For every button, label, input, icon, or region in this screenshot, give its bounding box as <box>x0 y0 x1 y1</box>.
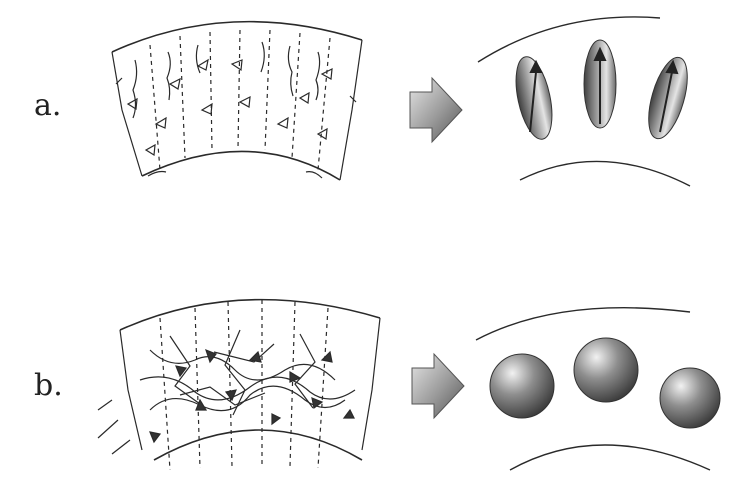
row-b-cortex-sketch <box>98 300 380 470</box>
row-b-result <box>476 308 720 470</box>
elongated-neuron-3 <box>641 53 695 143</box>
row-a-result <box>478 17 695 186</box>
round-neuron-3 <box>660 368 720 428</box>
round-neuron-2 <box>574 338 638 402</box>
elongated-neuron-1 <box>510 54 559 143</box>
right-arrow-icon <box>412 354 464 418</box>
round-neuron-1 <box>490 354 554 418</box>
right-arrow-icon <box>410 78 462 142</box>
elongated-neuron-2 <box>584 40 616 128</box>
row-a-cortex-sketch <box>112 22 362 180</box>
